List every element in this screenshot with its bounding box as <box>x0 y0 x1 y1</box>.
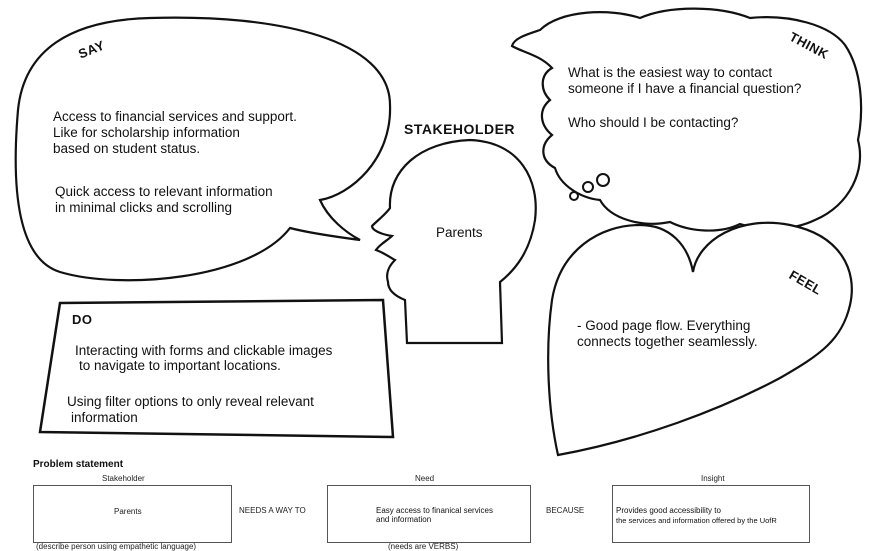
stakeholder-note: (describe person using empathetic langua… <box>36 542 197 551</box>
stakeholder-box <box>33 485 232 543</box>
connector-needs: NEEDS A WAY TO <box>239 506 306 515</box>
stakeholder-head <box>370 138 537 345</box>
insight-value-line-1: Provides good accessibility to <box>616 506 721 515</box>
think-line-3: Who should I be contacting? <box>568 115 739 130</box>
feel-line-1: - Good page flow. Everything <box>577 318 751 333</box>
need-value-line-1: Easy access to finanical services <box>376 506 493 515</box>
stakeholder-value: Parents <box>114 507 142 516</box>
do-shape <box>38 298 395 439</box>
connector-because: BECAUSE <box>546 506 585 515</box>
feel-line-2: connects together seamlessly. <box>577 334 758 349</box>
say-line-3: based on student status. <box>53 141 201 156</box>
insight-header: Insight <box>701 474 725 483</box>
need-box <box>327 485 531 543</box>
think-line-1: What is the easiest way to contact <box>568 65 773 80</box>
thought-bubble-small <box>569 191 579 201</box>
think-line-2: someone if I have a financial question? <box>568 81 802 96</box>
stakeholder-label: STAKEHOLDER <box>404 121 516 137</box>
do-line-2: to navigate to important locations. <box>79 358 281 373</box>
thought-bubble-medium <box>582 181 594 193</box>
insight-box <box>612 485 810 543</box>
need-note: (needs are VERBS) <box>388 542 459 551</box>
thought-bubble-large <box>596 173 610 187</box>
need-header: Need <box>415 474 435 483</box>
stakeholder-name: Parents <box>436 225 483 240</box>
do-label: DO <box>72 312 93 327</box>
do-line-1: Interacting with forms and clickable ima… <box>75 343 333 358</box>
say-line-5: in minimal clicks and scrolling <box>55 200 233 215</box>
insight-value-line-2: the services and information offered by … <box>616 516 777 525</box>
do-line-4: information <box>71 410 138 425</box>
need-value-line-2: and information <box>376 515 432 524</box>
say-bubble <box>14 16 392 282</box>
say-line-4: Quick access to relevant information <box>55 184 273 199</box>
say-line-2: Like for scholarship information <box>53 125 240 140</box>
feel-heart <box>547 221 853 457</box>
problem-statement-title: Problem statement <box>33 459 124 470</box>
say-line-1: Access to financial services and support… <box>53 109 297 124</box>
stakeholder-header: Stakeholder <box>102 474 145 483</box>
do-line-3: Using filter options to only reveal rele… <box>67 394 314 409</box>
